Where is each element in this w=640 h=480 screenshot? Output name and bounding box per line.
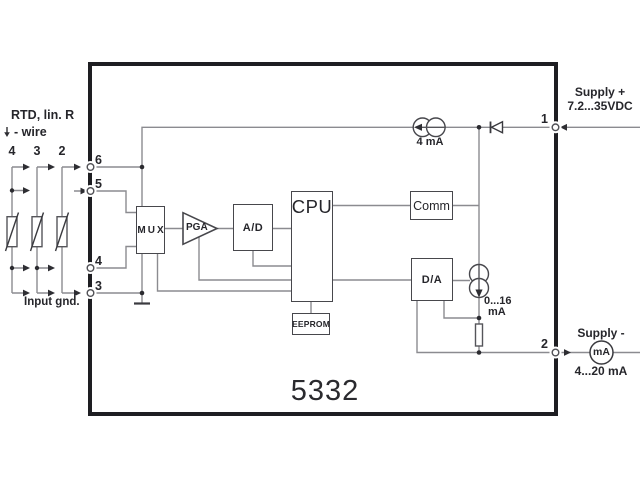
rtd-sensor-symbols (4, 212, 70, 252)
right-arrow-icon (23, 163, 30, 171)
supply-plus-label: Supply + 7.2...35VDC (560, 85, 640, 113)
bias-current-label: 4 mA (416, 136, 444, 148)
wire-output-section (333, 127, 555, 354)
right-arrow-icon (48, 289, 55, 297)
eeprom-block: EEPROM (292, 313, 330, 335)
wire-count-legend: - wire (3, 125, 47, 139)
wire-label: - wire (14, 125, 47, 139)
terminal-1-number: 1 (541, 112, 548, 126)
terminal-3 (84, 287, 97, 299)
wire-rtd-columns (11, 166, 81, 294)
wires (11, 126, 640, 354)
junction-dots (9, 125, 482, 355)
supply-plus-title: Supply + (574, 85, 626, 99)
terminal-5-number: 5 (95, 176, 102, 191)
rtd-title: RTD, lin. R (11, 108, 75, 122)
junction-dot (34, 265, 40, 271)
resistor-icon (474, 323, 484, 347)
terminal-6-number: 6 (95, 153, 102, 167)
wire-count-2: 2 (58, 144, 66, 158)
right-arrow-icon (564, 349, 571, 356)
flow-arrows (23, 123, 571, 356)
rtd-slash (4, 212, 70, 252)
junction-dot (476, 315, 482, 321)
terminal-4-number: 4 (95, 254, 102, 268)
terminal-2-number: 2 (541, 337, 548, 351)
terminal-5 (84, 185, 97, 197)
wire-count-4: 4 (8, 144, 16, 158)
right-arrow-icon (80, 187, 88, 195)
left-arrow-icon (414, 123, 422, 131)
junction-dot (139, 290, 145, 296)
supply-minus-label: Supply - (577, 326, 625, 340)
supply-plus-range: 7.2...35VDC (567, 98, 633, 113)
input-ground-label: Input gnd. (24, 295, 80, 308)
pga-amplifier-shape (182, 211, 219, 246)
right-arrow-icon (74, 289, 81, 297)
terminals (84, 121, 562, 359)
wire-external-supply (557, 126, 640, 354)
terminal-6 (84, 161, 97, 173)
cpu-block: CPU (291, 191, 333, 302)
device-outline-box (88, 62, 558, 416)
right-arrow-icon (23, 289, 30, 297)
comm-block: Comm (410, 191, 453, 220)
wire-core-signal (141, 126, 555, 313)
pga-label: PGA (186, 222, 208, 233)
junction-dot (476, 350, 482, 355)
junction-dot (9, 188, 15, 193)
junction-dot (139, 164, 145, 170)
mux-block: MUX (136, 206, 165, 254)
terminal-1 (549, 121, 562, 134)
ammeter-icon (589, 340, 614, 365)
output-current-unit: mA (488, 306, 506, 318)
wire-count-3: 3 (33, 144, 41, 158)
terminal-4 (84, 262, 97, 274)
right-arrow-icon (23, 264, 30, 272)
loop-current-range: 4...20 mA (574, 364, 628, 378)
junction-dot (9, 265, 15, 271)
output-current-label: 0...16 mA (484, 296, 512, 318)
output-current-range: 0...16 (484, 295, 512, 307)
dac-block: D/A (411, 258, 453, 301)
ammeter-label: mA (593, 346, 610, 358)
model-number: 5332 (290, 375, 360, 407)
wire-input-terminals (91, 166, 142, 294)
terminal-2 (549, 346, 562, 359)
right-arrow-icon (48, 264, 55, 272)
down-arrow-icon (4, 126, 10, 137)
right-arrow-icon (48, 163, 55, 171)
adc-block: A/D (233, 204, 273, 251)
terminal-3-number: 3 (95, 278, 102, 293)
junction-dot (476, 125, 482, 130)
diode-icon (489, 120, 504, 134)
down-arrow-icon (475, 289, 483, 298)
right-arrow-icon (74, 163, 81, 171)
diode-triangle (489, 120, 504, 134)
output-current-source-icon (468, 263, 490, 299)
right-arrow-icon (23, 187, 30, 194)
bias-current-source-icon (412, 117, 446, 138)
left-arrow-icon (560, 123, 567, 131)
